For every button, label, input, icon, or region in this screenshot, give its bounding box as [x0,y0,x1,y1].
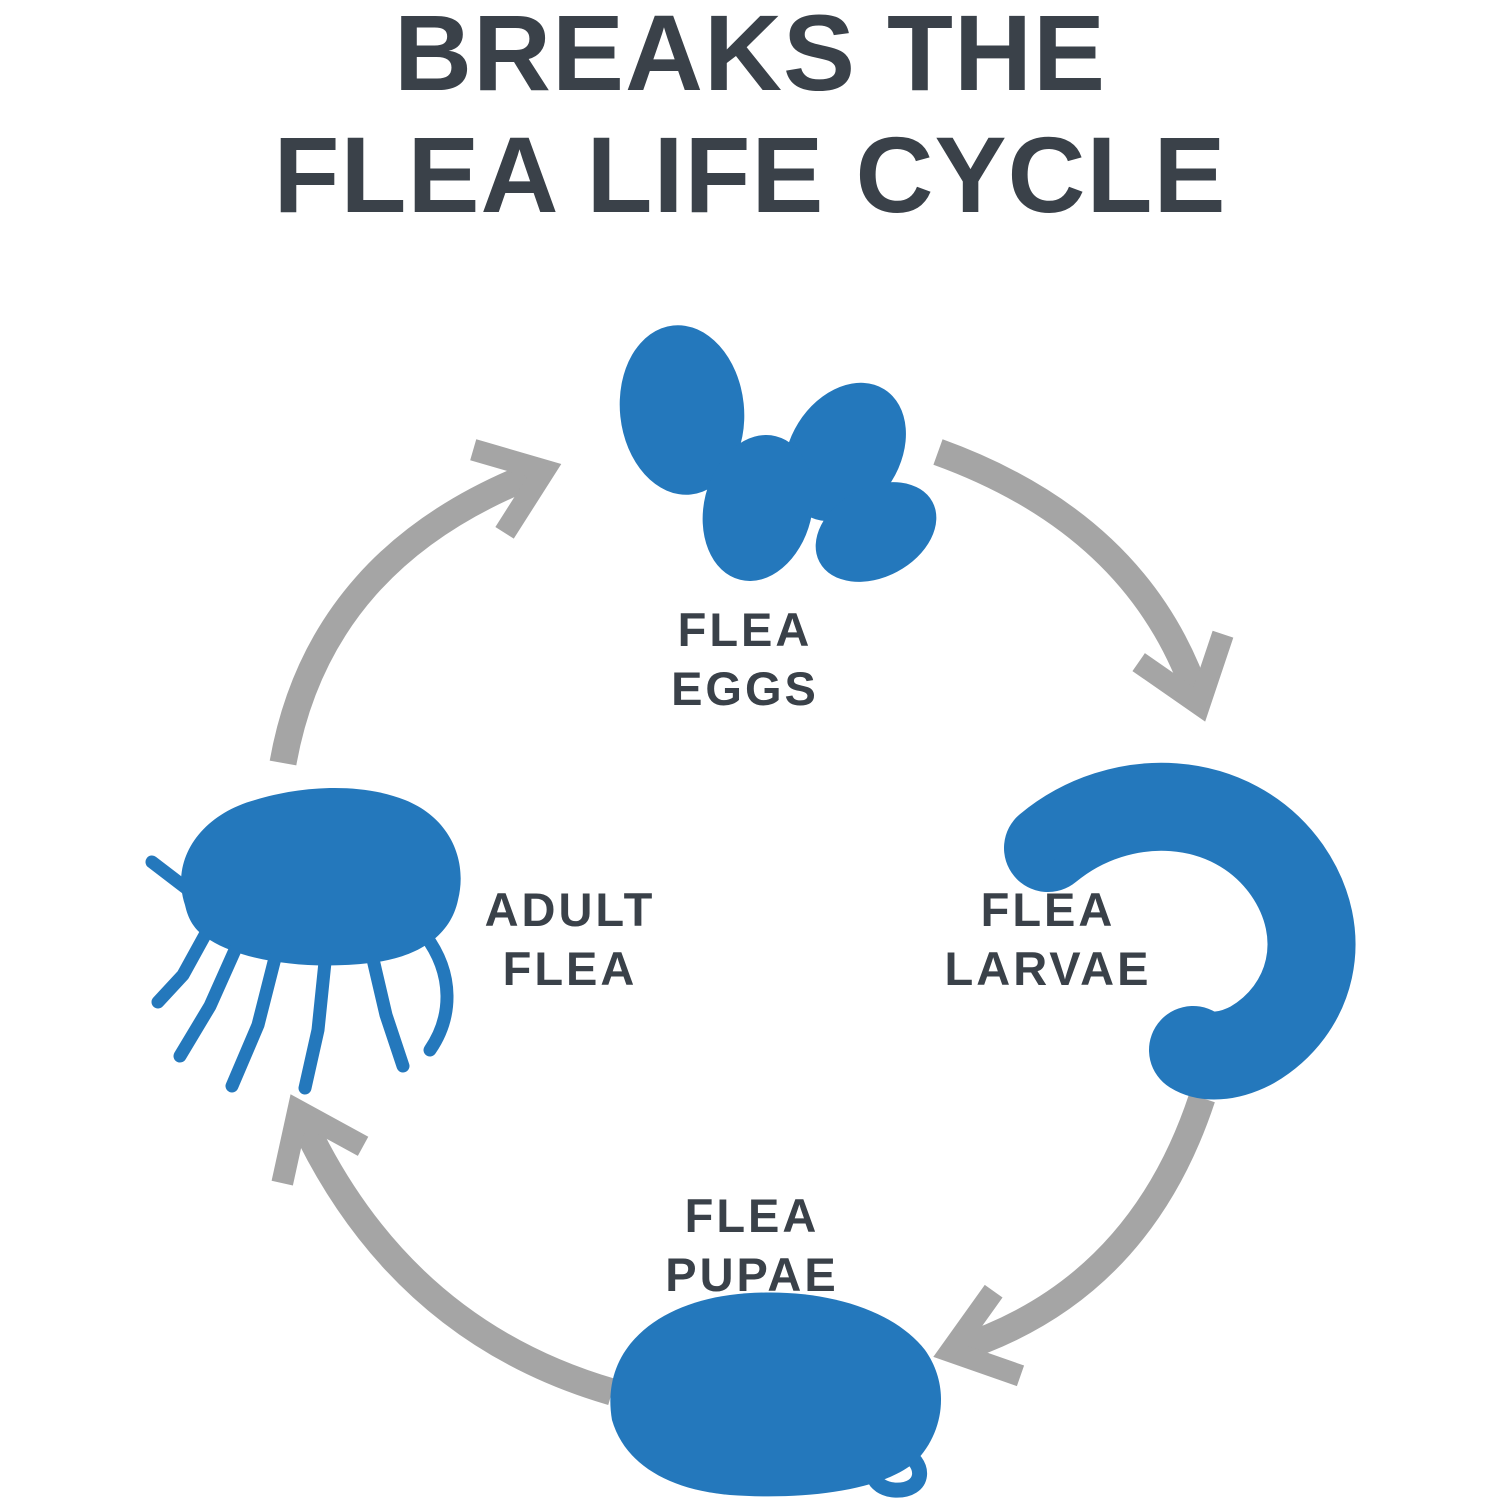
flea-larva-body [1004,762,1356,1100]
arrow-adult-to-eggs [269,439,562,766]
title-line-1: BREAKS THE [393,0,1107,113]
adult-flea-leg [298,955,332,1095]
flea-pupa-curl [865,1442,927,1498]
flea-eggs-label-line2: EGGS [671,662,819,716]
arrow-pupae-to-adult [271,1094,616,1405]
title-line-2: FLEA LIFE CYCLE [273,114,1227,236]
adult-flea-leg [418,928,454,1057]
adult-flea-legs [145,855,454,1095]
adult-flea-icon [145,787,461,1095]
flea-larvae-label: FLEA LARVAE [873,880,1223,998]
adult-flea-antenna [145,855,193,895]
flea-pupae-label-line2: PUPAE [665,1248,839,1302]
flea-pupa-body [610,1292,942,1497]
adult-flea-leg [151,928,212,1009]
adult-flea-label: ADULT FLEA [395,880,745,998]
flea-larva-head [1020,831,1061,877]
adult-flea-label-line2: FLEA [502,942,638,996]
flea-eggs-icon [619,325,937,582]
cycle-arrows [269,439,1234,1405]
flea-larva-icon [1004,762,1356,1100]
flea-egg-4 [815,482,937,582]
flea-egg-3 [702,435,814,581]
flea-larvae-label-line1: FLEA [980,883,1116,936]
flea-eggs-label-line1: FLEA [677,603,813,656]
page-title: BREAKS THE FLEA LIFE CYCLE [0,0,1500,236]
flea-pupa-icon [610,1292,942,1498]
adult-flea-leg [225,951,282,1093]
arrow-eggs-to-larvae [933,439,1234,722]
flea-pupae-label-line1: FLEA [684,1189,820,1242]
adult-flea-body [181,787,461,966]
arrow-larvae-to-pupae [933,1093,1215,1387]
flea-eggs-label: FLEA EGGS [570,600,920,718]
flea-pupae-label: FLEA PUPAE [577,1186,927,1304]
adult-flea-leg [365,948,410,1073]
adult-flea-label-line1: ADULT [484,883,656,936]
adult-flea-leg [173,943,242,1063]
flea-egg-1 [619,325,745,495]
flea-larvae-label-line2: LARVAE [944,942,1152,996]
